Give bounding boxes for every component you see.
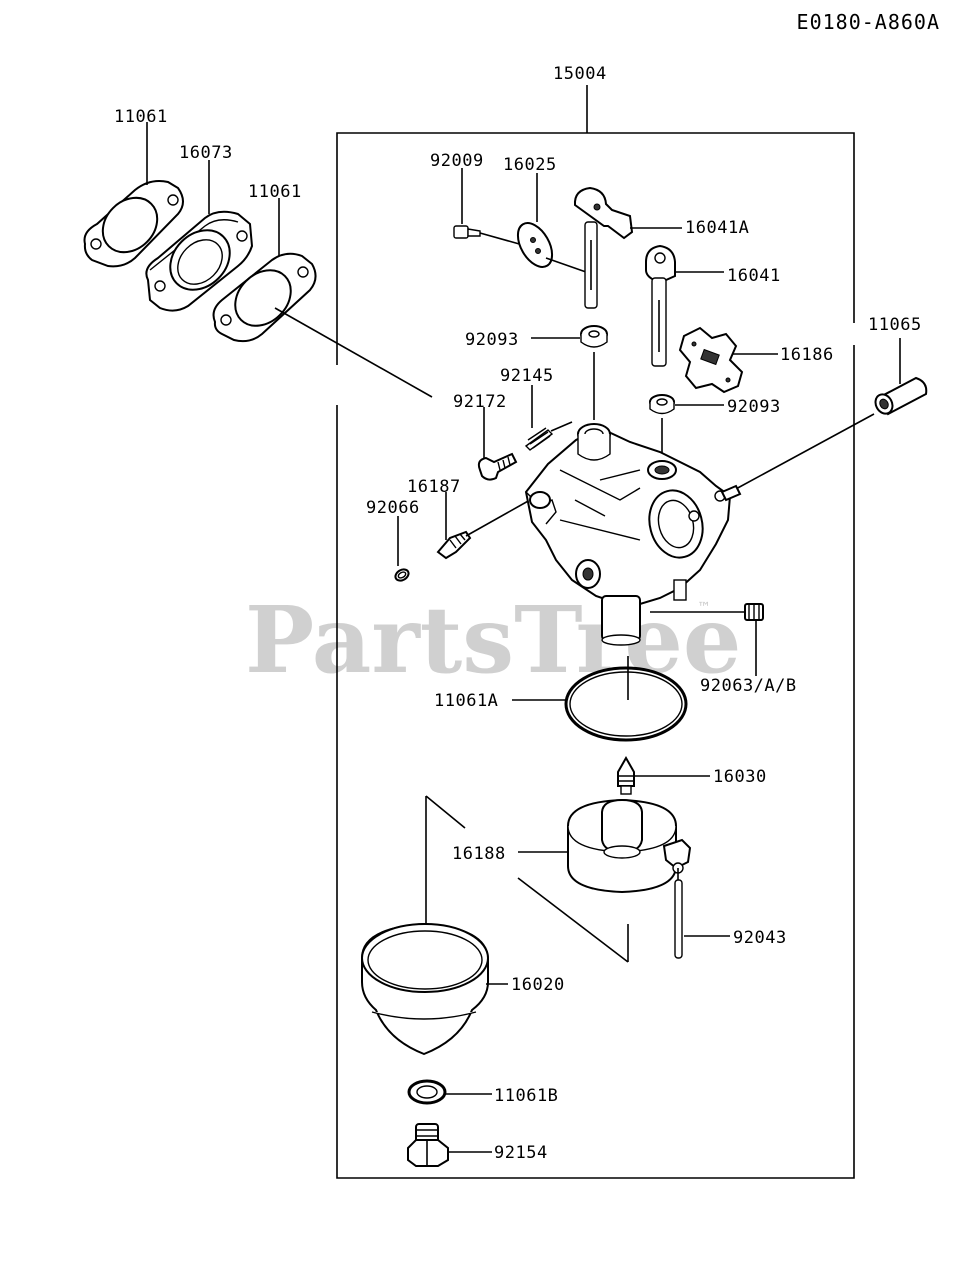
drain-bolt-92154 [407,1123,449,1167]
watermark-trademark: ™ [697,600,711,616]
choke-shaft-16041A [573,186,634,309]
float-bowl-16020 [361,922,489,1056]
leader-92172-to-gasket [274,307,433,398]
callout-16186: 16186 [780,345,834,365]
callout-16020: 16020 [511,975,565,995]
callout-92043: 92043 [733,928,787,948]
callout-92145: 92145 [500,366,554,386]
gasket-11061-right [212,252,317,343]
spacer-16073 [145,210,254,312]
tube-11065 [874,376,928,416]
diagram-reference-code: E0180-A860A [797,10,940,34]
callout-15004: 15004 [553,64,607,84]
carburetor-body [524,423,742,646]
callout-92093-right: 92093 [727,397,781,417]
washer-92093-top [580,325,608,420]
screw-92009 [453,225,531,248]
choke-plate-16025 [516,222,587,273]
callout-16187: 16187 [407,477,461,497]
callout-16073: 16073 [179,143,233,163]
callout-16025: 16025 [503,155,557,175]
callout-92009: 92009 [430,151,484,171]
callout-11065: 11065 [868,315,922,335]
callout-11061A: 11061A [434,691,498,711]
pilot-screw-16187 [436,499,531,560]
washer-11061B [407,1079,447,1105]
callout-16041A: 16041A [685,218,749,238]
callout-11061-top: 11061 [114,107,168,127]
callout-11061B: 11061B [494,1086,558,1106]
callout-11061-right: 11061 [248,182,302,202]
bowl-gasket-11061A [564,656,688,742]
callout-16030: 16030 [713,767,767,787]
callout-92093-top: 92093 [465,330,519,350]
spring-92145 [524,421,573,451]
callout-92154: 92154 [494,1143,548,1163]
callout-92172: 92172 [453,392,507,412]
throttle-plate-16186 [678,326,744,394]
callout-92063: 92063/A/B [700,676,797,696]
gasket-11061-left [83,180,184,268]
float-16188 [567,798,692,894]
float-pin-92043 [674,868,683,959]
main-jet-92063 [650,603,764,621]
leader-11065-to-body [733,413,875,491]
screw-92172 [477,452,518,481]
callout-16188: 16188 [452,844,506,864]
assembly-frame [336,85,855,1179]
throttle-shaft-16041 [645,244,676,367]
oring-92066 [394,568,410,582]
washer-92093-right [649,394,675,460]
callout-92066: 92066 [366,498,420,518]
callout-16041: 16041 [727,266,781,286]
float-needle-16030 [617,755,635,795]
